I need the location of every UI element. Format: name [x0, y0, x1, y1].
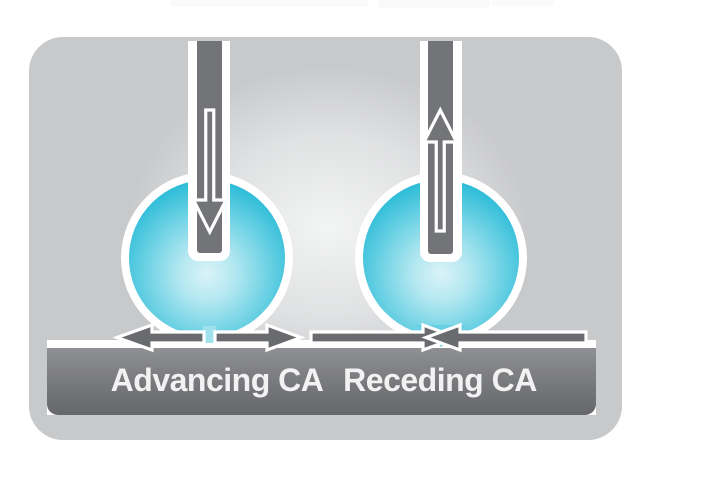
advancing-ca-label: Advancing CA: [110, 362, 324, 398]
substrate-surface: [47, 340, 596, 415]
substrate-bar: [47, 348, 596, 415]
advancing-needle: [197, 41, 222, 253]
receding-ca-label: Receding CA: [343, 362, 537, 398]
receding-needle: [428, 41, 453, 254]
cropped-content-remnant: [170, 0, 368, 7]
cropped-content-remnant: [492, 0, 554, 6]
cropped-content-remnant: [378, 0, 490, 8]
